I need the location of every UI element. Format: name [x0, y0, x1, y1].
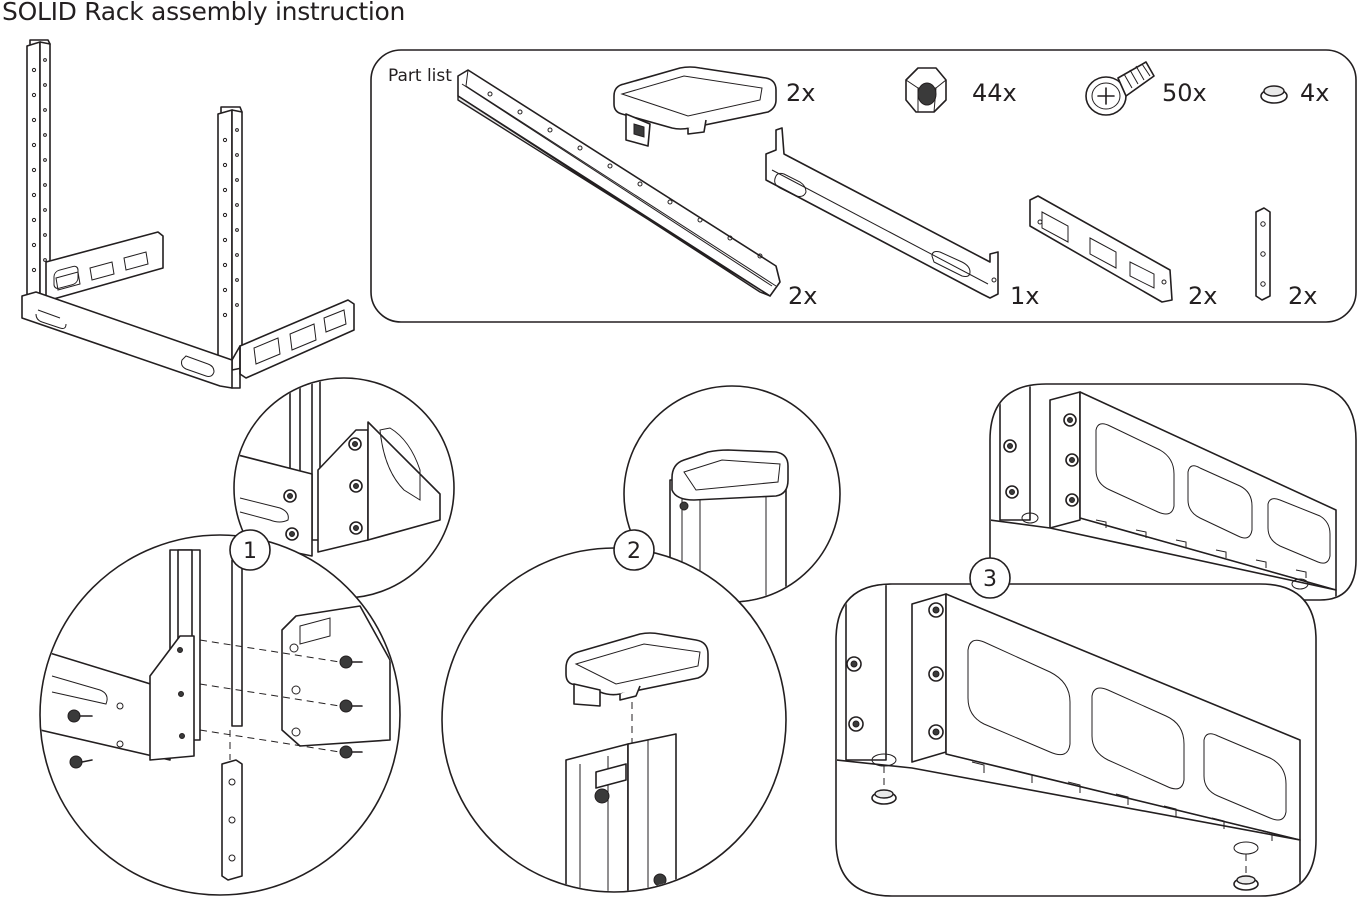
side-rail-part: [457, 69, 781, 297]
step-2-illustration: 2: [441, 385, 841, 893]
step-3-number: 3: [983, 567, 997, 592]
qty-hex-nut: 44x: [972, 79, 1017, 107]
step-1-illustration: 1: [39, 377, 455, 896]
step-3-illustration: 3: [835, 383, 1357, 897]
step-2-number: 2: [627, 539, 641, 564]
base-bar-part: [765, 127, 999, 299]
assembled-rack-illustration: [21, 39, 355, 389]
qty-rubber-foot: 4x: [1300, 79, 1329, 107]
qty-side-rail: 2x: [788, 282, 817, 310]
step-3-badge: [969, 557, 1011, 599]
qty-cross-bracket: 2x: [1188, 282, 1217, 310]
part-list-panel: Part list 2x 2x: [370, 49, 1357, 323]
qty-nut-strip: 2x: [1288, 282, 1317, 310]
cross-bracket-part: [1029, 195, 1173, 303]
rubber-foot-part: [1260, 85, 1288, 104]
step-1-badge: [229, 529, 271, 571]
step-2-badge: [613, 529, 655, 571]
qty-screw: 50x: [1162, 79, 1207, 107]
hex-nut-part: [905, 67, 947, 113]
qty-base-bar: 1x: [1010, 282, 1039, 310]
part-list-label: Part list: [388, 66, 452, 86]
step-1-number: 1: [243, 539, 257, 564]
page-title: SOLID Rack assembly instruction: [2, 0, 406, 26]
end-cap-part: [613, 66, 777, 147]
qty-end-cap: 2x: [786, 79, 815, 107]
nut-strip-part: [1255, 207, 1271, 301]
screw-part: [1085, 61, 1155, 116]
